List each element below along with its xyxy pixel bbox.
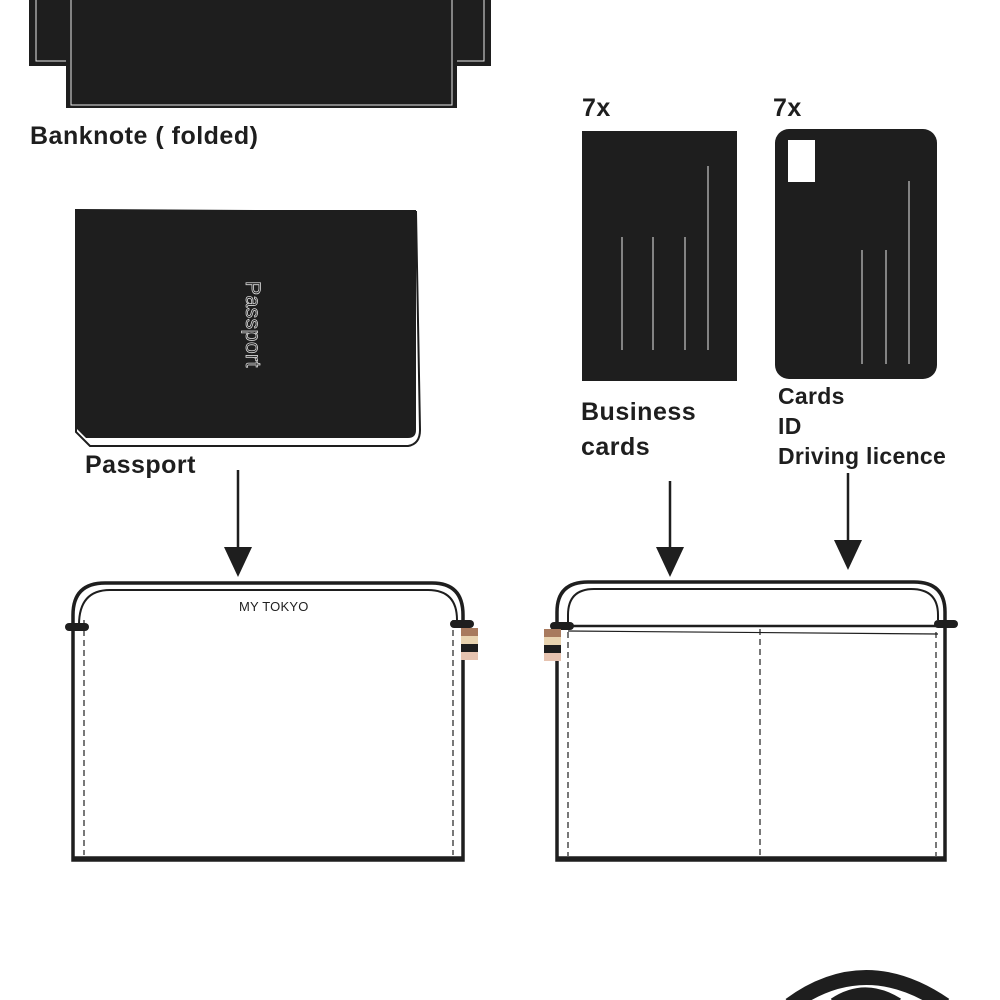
- cards-label: Cards ID Driving licence: [778, 381, 946, 471]
- cards-label-line3: Driving licence: [778, 443, 947, 469]
- passport-label: Passport: [85, 451, 196, 479]
- passport-illustration: [75, 208, 422, 447]
- banknote-label: Banknote ( folded): [30, 122, 259, 150]
- business-cards-label-line2: cards: [581, 433, 651, 461]
- passport-cover-text: Passport: [241, 281, 265, 369]
- business-card-illustration: [582, 131, 737, 381]
- cards-quantity: 7x: [773, 94, 802, 122]
- right-pouch-illustration: [544, 580, 958, 862]
- business-cards-quantity: 7x: [582, 94, 611, 122]
- arrow-business-cards: [656, 481, 684, 577]
- id-card-illustration: [775, 129, 937, 379]
- arrow-passport: [224, 470, 252, 577]
- banknote-illustration: [29, 0, 491, 108]
- left-pouch-brand-text: MY TOKYO: [239, 599, 309, 614]
- brand-logo-icon: [785, 970, 950, 1000]
- cards-label-line2: ID: [778, 413, 802, 439]
- business-cards-label-line1: Business: [581, 398, 697, 426]
- business-cards-label: Business cards: [581, 395, 696, 465]
- cards-label-line1: Cards: [778, 383, 845, 409]
- arrow-cards: [834, 473, 862, 570]
- left-pouch-illustration: [65, 581, 478, 862]
